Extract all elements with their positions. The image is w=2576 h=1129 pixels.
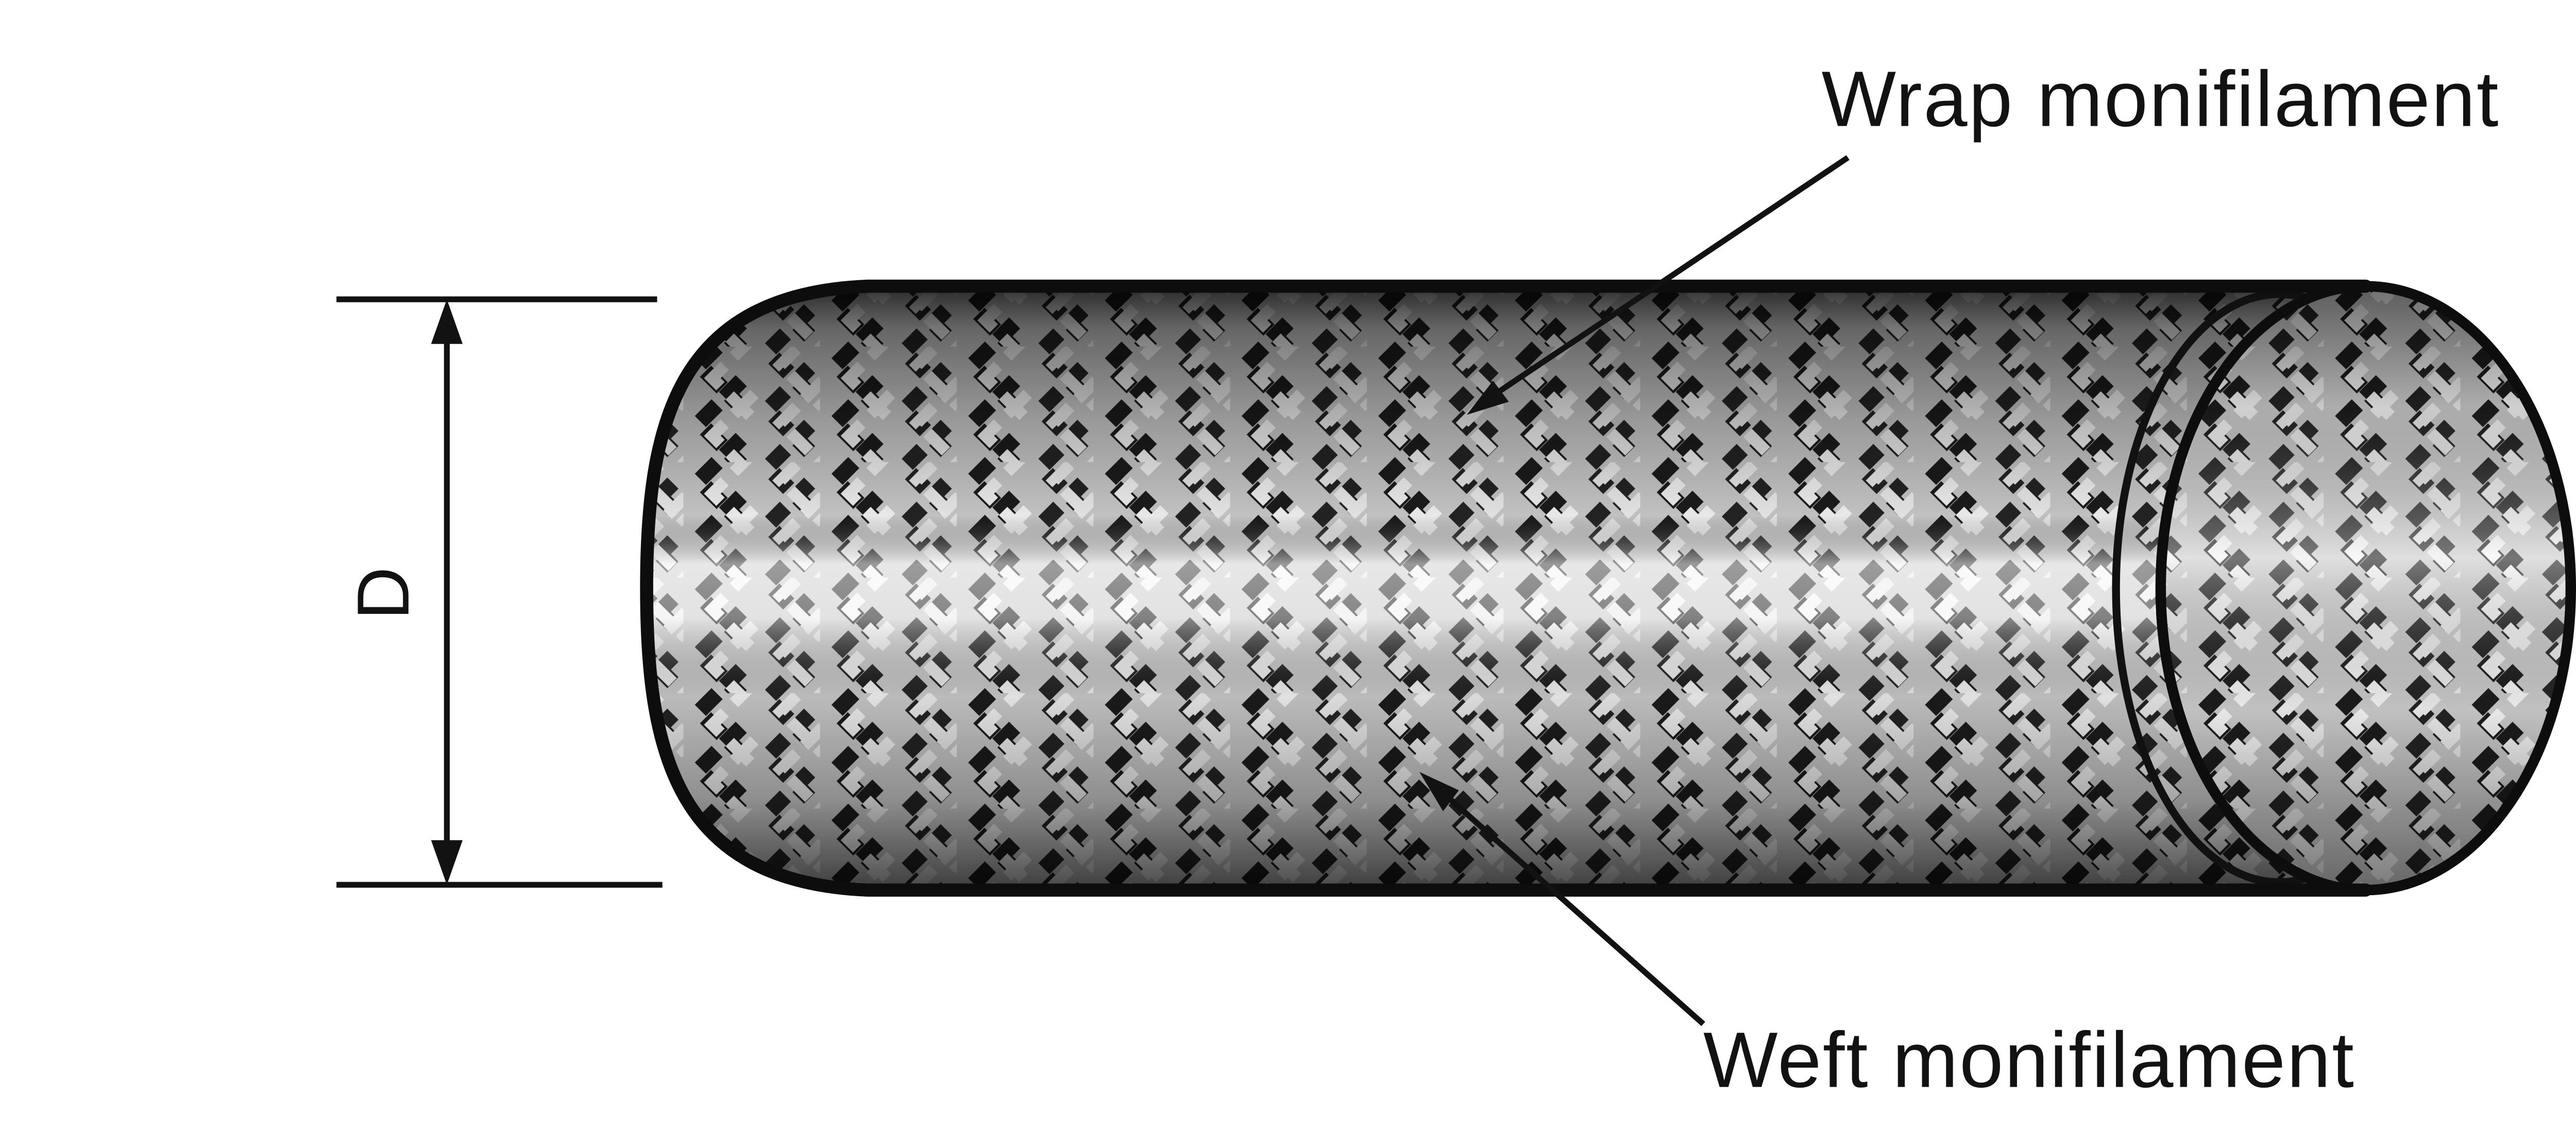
diameter-arrowhead-bottom [431, 840, 463, 885]
diameter-dimension [336, 296, 663, 888]
wrap-leader-arrow [1466, 155, 1850, 415]
cylinder-illustration [640, 279, 2576, 897]
weft-leader-arrow [1419, 772, 1705, 1027]
cylinder-end-cap-shading [2160, 286, 2571, 891]
weft-monofilament-label: Weft monifilament [1703, 1016, 2355, 1104]
wrap-monofilament-label: Wrap monifilament [1822, 56, 2500, 143]
diameter-arrowhead-top [431, 299, 463, 344]
cylinder-outline [640, 279, 2372, 897]
diameter-label: D [343, 567, 425, 620]
cylinder-body-shading [647, 286, 2366, 891]
